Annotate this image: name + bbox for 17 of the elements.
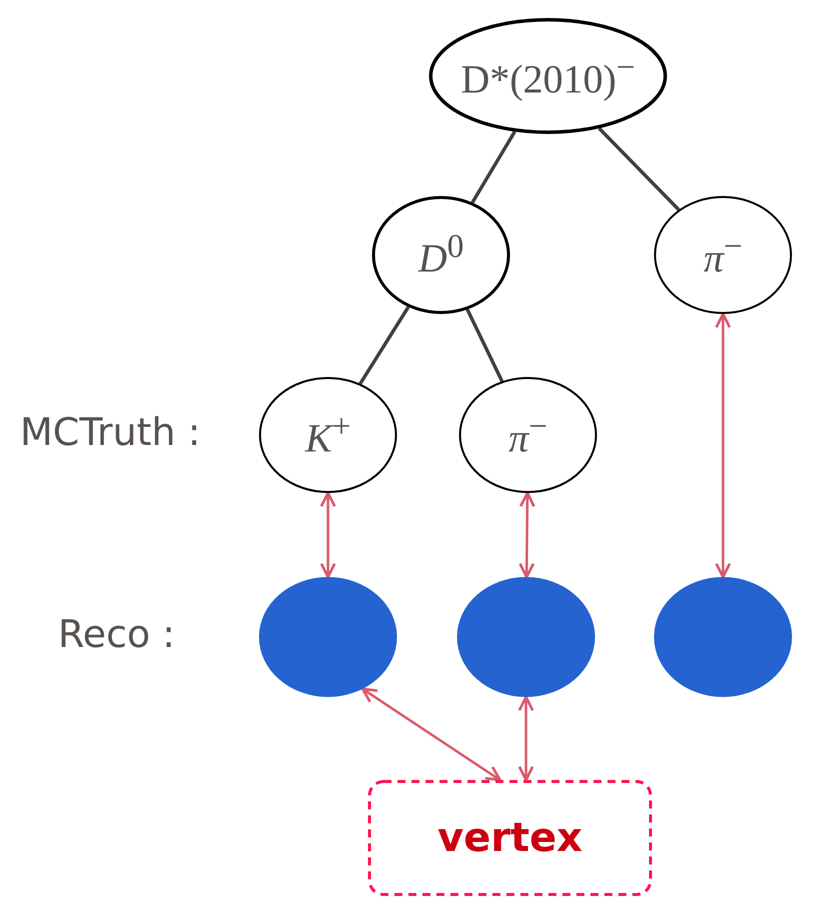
particle-label: π$^{−}$ [704,228,742,282]
decay-line [358,306,410,385]
double-arrow [361,688,502,782]
double-arrow [518,492,536,578]
particle-label: D$^{0}$ [418,228,464,282]
particle-label: K$^{+}$ [305,408,351,462]
decay-line [598,127,680,211]
double-arrow [320,492,336,578]
vertex-label: vertex [438,815,582,861]
row-label: MCTruth : [20,410,201,454]
row-label: Reco : [58,612,176,656]
particle-label: π$^{−}$ [508,408,548,462]
particle-label: D*(2010)$^{−}$ [460,49,636,103]
decay-line [470,130,516,204]
double-arrow [715,312,731,578]
double-arrow [518,696,534,782]
decay-line [466,308,504,382]
